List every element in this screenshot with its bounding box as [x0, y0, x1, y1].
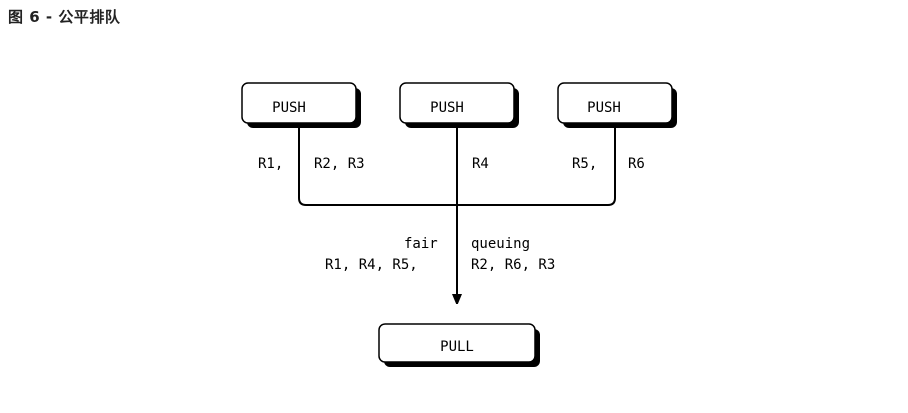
push-label-left: PUSH — [272, 100, 306, 116]
push-label-right: PUSH — [587, 100, 621, 116]
label-output-left: R1, R4, R5, — [325, 257, 418, 273]
pull-box: PULL — [378, 323, 540, 367]
label-r1: R1, — [258, 156, 283, 172]
label-r4: R4 — [472, 156, 489, 172]
pull-label: PULL — [440, 339, 474, 355]
push-box-center: PUSH — [399, 82, 519, 128]
label-output-right: R2, R6, R3 — [471, 257, 555, 273]
label-r5: R5, — [572, 156, 597, 172]
label-queuing: queuing — [471, 236, 530, 252]
label-r2-r3: R2, R3 — [314, 156, 365, 172]
figure-caption: 图 6 - 公平排队 — [8, 8, 121, 26]
label-r6: R6 — [628, 156, 645, 172]
push-box-left: PUSH — [241, 82, 361, 128]
label-fair: fair — [404, 236, 438, 252]
push-label-center: PUSH — [430, 100, 464, 116]
push-box-right: PUSH — [557, 82, 677, 128]
